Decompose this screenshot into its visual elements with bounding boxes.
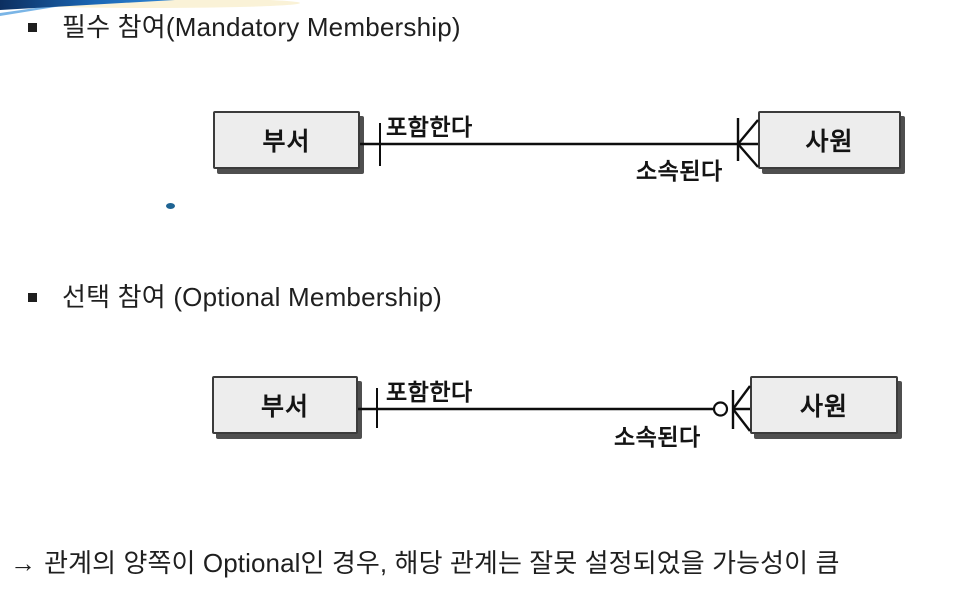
entity-label: 사원 — [805, 128, 854, 156]
optional-circle-icon — [712, 401, 729, 417]
crows-foot-icon — [732, 385, 751, 432]
entity-box-employee: 사원 — [758, 111, 901, 169]
entity-label: 부서 — [260, 393, 309, 421]
relationship-label-top: 포함한다 — [386, 114, 473, 140]
note-text: 관계의 양쪽이 Optional인 경우, 해당 관계는 잘못 설정되었을 가능… — [44, 548, 840, 578]
entity-box-department: 부서 — [213, 111, 360, 169]
note: →관계의 양쪽이 Optional인 경우, 해당 관계는 잘못 설정되었을 가… — [10, 543, 840, 580]
relationship-connector-mandatory — [360, 118, 759, 168]
bullet-item-mandatory: 필수 참여(Mandatory Membership) — [28, 10, 461, 45]
relationship-label-bottom: 소속된다 — [636, 158, 723, 184]
entity-label: 사원 — [799, 393, 848, 421]
accent-yellow-wisp — [0, 0, 300, 8]
entity-box-department: 부서 — [212, 376, 358, 434]
bullet-square-icon — [28, 23, 37, 32]
note-arrow: → — [10, 548, 37, 578]
relationship-label-bottom: 소속된다 — [614, 424, 701, 450]
bullet-label: 필수 참여(Mandatory Membership) — [62, 12, 461, 42]
bullet-item-optional: 선택 참여 (Optional Membership) — [28, 280, 442, 315]
crows-foot-icon — [737, 119, 759, 168]
entity-box-employee: 사원 — [750, 376, 898, 434]
bullet-label: 선택 참여 (Optional Membership) — [62, 282, 442, 312]
accent-navy-wedge — [0, 0, 175, 10]
entity-label: 부서 — [262, 128, 311, 156]
stray-dot — [166, 203, 175, 209]
relationship-label-top: 포함한다 — [386, 379, 473, 405]
bullet-square-icon — [28, 293, 37, 302]
relationship-connector-optional — [358, 385, 751, 432]
